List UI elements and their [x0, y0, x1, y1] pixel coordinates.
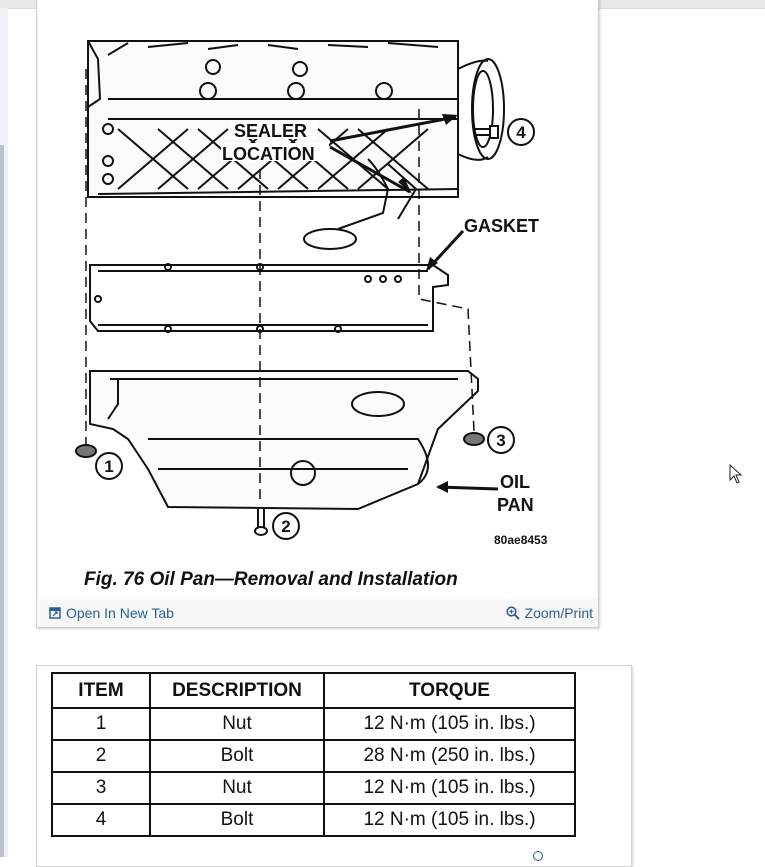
oil-pan-illustration: 1 2 3 4 SEALER LOCATION GASKET OIL PAN — [75, 40, 539, 540]
label-location: LOCATION — [222, 144, 315, 164]
cell-description: Nut — [149, 771, 325, 805]
callout-2: 2 — [281, 517, 290, 536]
cell-item: 4 — [51, 803, 151, 837]
header-item: ITEM — [51, 672, 151, 709]
cell-item: 2 — [51, 739, 151, 773]
cell-torque: 12 N·m (105 in. lbs.) — [323, 707, 576, 741]
table-row: 3 Nut 12 N·m (105 in. lbs.) — [51, 771, 576, 805]
callout-1: 1 — [104, 457, 113, 476]
callout-3-circle — [487, 426, 515, 454]
table-row: 2 Bolt 28 N·m (250 in. lbs.) — [51, 739, 576, 773]
label-pan: PAN — [497, 495, 534, 515]
cell-description: Bolt — [149, 739, 325, 773]
callout-4-circle — [507, 118, 535, 146]
label-gasket: GASKET — [464, 216, 539, 236]
oil-pan-diagram: 1 2 3 4 SEALER LOCATION GASKET OIL PAN 8… — [38, 0, 597, 599]
callout-4: 4 — [516, 123, 526, 142]
cell-torque: 12 N·m (105 in. lbs.) — [323, 803, 576, 837]
callout-1-circle — [95, 452, 123, 480]
header-description: DESCRIPTION — [149, 672, 325, 709]
table-header-row: ITEM DESCRIPTION TORQUE — [51, 672, 576, 709]
cell-description: Bolt — [149, 803, 325, 837]
figure-code: 80ae8453 — [494, 533, 548, 547]
open-in-new-tab-label: Open In New Tab — [66, 605, 174, 621]
torque-table: ITEM DESCRIPTION TORQUE 1 Nut 12 N·m (10… — [51, 672, 576, 837]
zoom-print-label: Zoom/Print — [524, 605, 593, 621]
cell-torque: 12 N·m (105 in. lbs.) — [323, 771, 576, 805]
figure-card: 1 2 3 4 SEALER LOCATION GASKET OIL PAN 8… — [36, 0, 599, 628]
cell-item: 3 — [51, 771, 151, 805]
open-in-new-tab-link[interactable]: Open In New Tab — [49, 605, 174, 621]
figure-caption: Fig. 76 Oil Pan—Removal and Installation — [84, 569, 458, 590]
header-torque: TORQUE — [323, 672, 576, 709]
table-row: 4 Bolt 12 N·m (105 in. lbs.) — [51, 803, 576, 837]
zoom-icon — [505, 606, 520, 620]
zoom-icon[interactable] — [533, 851, 543, 861]
callout-3: 3 — [496, 431, 505, 450]
figure-toolbar: Open In New Tab Zoom/Print — [37, 600, 598, 627]
cell-description: Nut — [149, 707, 325, 741]
label-oil: OIL — [500, 472, 530, 492]
mouse-cursor-icon — [729, 464, 743, 484]
zoom-print-link[interactable]: Zoom/Print — [505, 605, 593, 621]
table-row: 1 Nut 12 N·m (105 in. lbs.) — [51, 707, 576, 741]
callout-2-circle — [272, 512, 300, 540]
cell-torque: 28 N·m (250 in. lbs.) — [323, 739, 576, 773]
label-sealer: SEALER — [234, 121, 307, 141]
table-card: ITEM DESCRIPTION TORQUE 1 Nut 12 N·m (10… — [36, 665, 632, 867]
left-sidebar-edge — [0, 8, 8, 857]
cell-item: 1 — [51, 707, 151, 741]
left-sidebar-shade — [0, 145, 4, 857]
open-tab-icon — [49, 607, 61, 619]
